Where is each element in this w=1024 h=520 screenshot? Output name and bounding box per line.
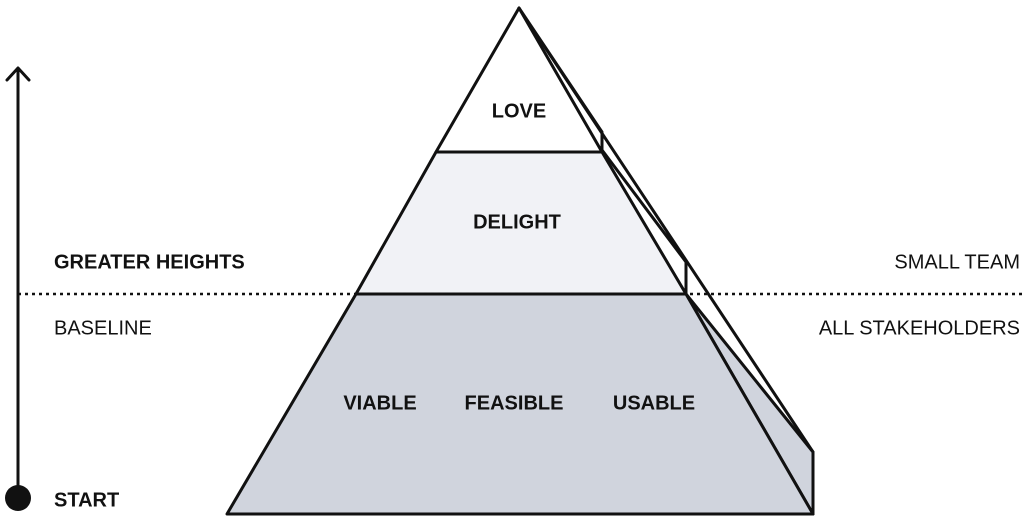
start-dot-icon xyxy=(5,485,31,511)
tier-love-shape xyxy=(434,6,604,154)
axis-start-label: START xyxy=(54,489,119,511)
tier-base-label-viable: VIABLE xyxy=(343,392,416,414)
tier-base-label-feasible: FEASIBLE xyxy=(465,392,564,414)
tier-base-label-usable: USABLE xyxy=(613,392,695,414)
arrow-up-icon xyxy=(5,66,31,82)
tier-love-label: LOVE xyxy=(492,100,546,122)
axis-upper-label: GREATER HEIGHTS xyxy=(54,251,245,273)
audience-upper-label: SMALL TEAM xyxy=(894,251,1020,273)
audience-lower-label: ALL STAKEHOLDERS xyxy=(819,317,1020,339)
tier-delight-label: DELIGHT xyxy=(473,211,561,233)
axis-lower-label: BASELINE xyxy=(54,317,152,339)
